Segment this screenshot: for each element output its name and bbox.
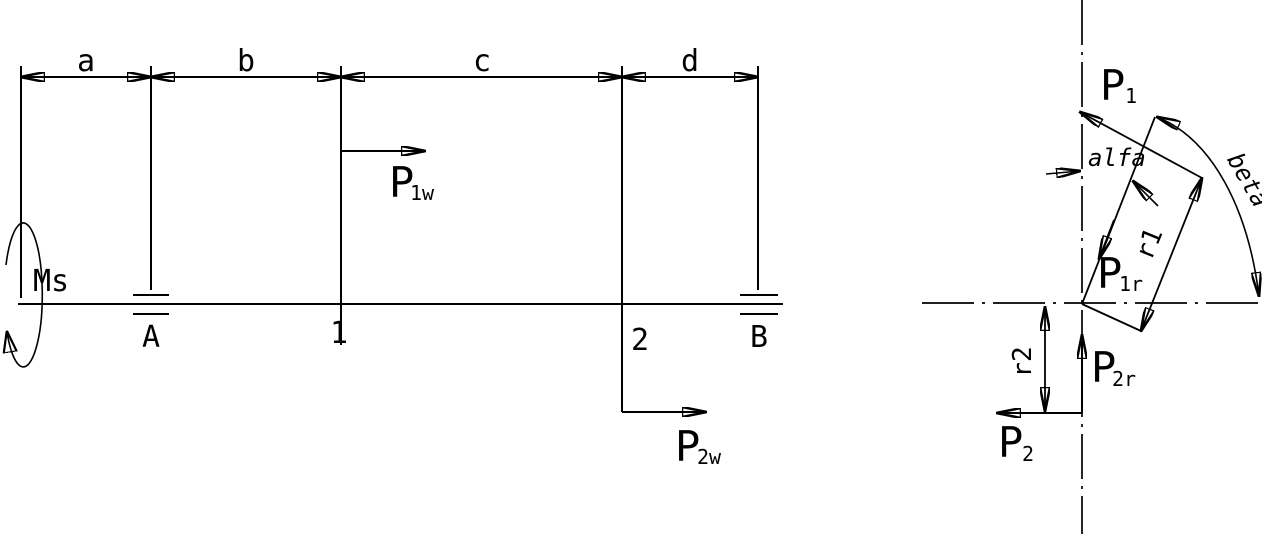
force-p1-subscript: 1 <box>1125 84 1137 108</box>
force-p2-subscript: 2 <box>1022 442 1034 466</box>
support-b-label: B <box>750 320 768 355</box>
dimension-label-a: a <box>77 44 95 79</box>
bearing-support-b: B <box>740 294 778 355</box>
crank-axis-line <box>1081 116 1156 305</box>
force-p1r-arrow <box>1099 219 1115 259</box>
angle-alfa-pointer-right <box>1133 181 1159 207</box>
force-p2r-subscript: 2r <box>1112 367 1136 391</box>
force-p1r-subscript: 1r <box>1119 272 1143 296</box>
force-p1r-label: P 1r <box>1097 249 1143 298</box>
dimension-label-d: d <box>681 44 699 79</box>
angle-alfa-pointer-left <box>1045 171 1080 174</box>
force-p2r-label: P 2r <box>1091 343 1136 392</box>
force-p2w-symbol: P <box>675 422 700 471</box>
bearing-support-a: A <box>133 294 169 355</box>
radius-r2-label: r2 <box>1008 346 1038 377</box>
angle-beta-arc <box>1157 117 1259 296</box>
angle-alfa-label: alfa <box>1088 144 1146 172</box>
force-p2w-subscript: 2w <box>697 445 722 469</box>
force-p2w-label: P 2w <box>675 422 722 471</box>
force-p1-symbol: P <box>1100 61 1125 110</box>
force-p1r-symbol: P <box>1097 249 1122 298</box>
force-resolution-diagram: P 1 P 1r P 2r P 2 r1 r2 alfa beta <box>922 0 1262 534</box>
support-a-label: A <box>142 320 160 355</box>
torque-moment-arrow <box>6 222 44 368</box>
force-p2r-symbol: P <box>1091 343 1116 392</box>
point-2-label: 2 <box>631 323 649 358</box>
dimension-label-b: b <box>237 44 255 79</box>
moment-label: Ms <box>33 264 69 299</box>
force-p2-symbol: P <box>998 418 1023 467</box>
force-p1-label: P 1 <box>1100 61 1137 110</box>
force-p1w-symbol: P <box>389 158 414 207</box>
r1-extension-line <box>1081 303 1142 332</box>
force-p2-label: P 2 <box>998 418 1034 467</box>
point-1-label: 1 <box>330 316 348 351</box>
force-p1w-label: P 1w <box>389 158 435 207</box>
shaft-load-diagram: a b c d Ms A B 1 2 P 1w <box>6 44 783 471</box>
dimension-label-c: c <box>473 44 491 79</box>
force-p1w-subscript: 1w <box>410 181 435 205</box>
